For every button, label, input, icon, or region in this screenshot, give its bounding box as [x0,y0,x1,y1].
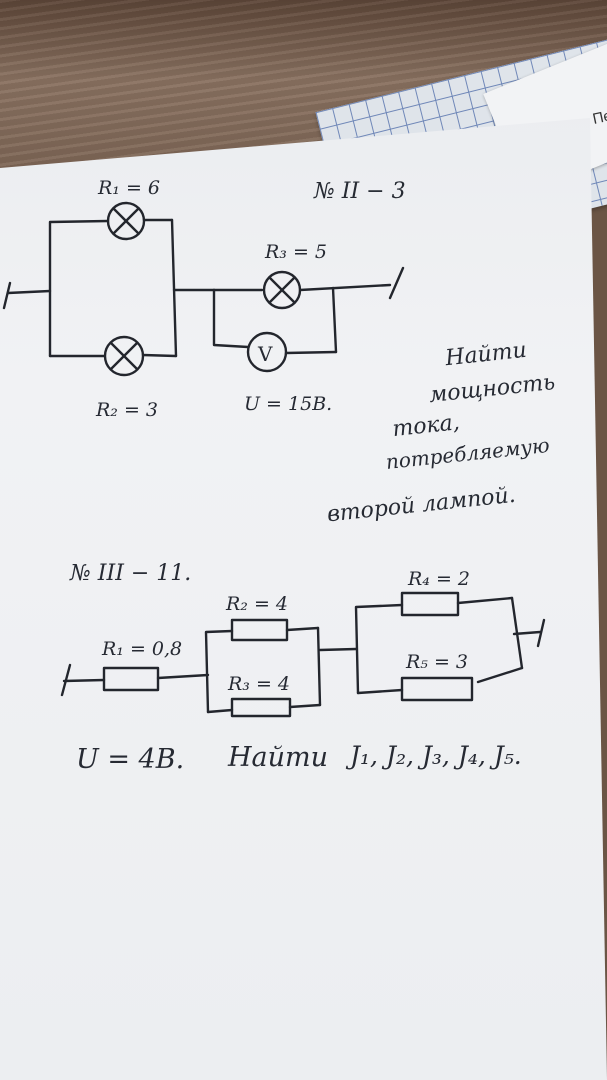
wire [156,673,210,680]
resistor-r3 [230,697,292,718]
task-currents: J₁, J₂, J₃, J₄, J₅. [345,741,522,770]
wire [284,350,338,355]
wire [212,288,250,349]
task-word-2: Найти [227,742,328,773]
label-r3: R₃ = 5 [264,241,327,263]
voltmeter: V [246,331,288,373]
label-r2-2: R₂ = 4 [225,593,288,615]
resistor-r1 [102,666,160,692]
label-r4-2: R₄ = 2 [407,568,470,590]
voltmeter-symbol: V [257,342,273,366]
task-text-1: Найти мощность тока, потребляемую второй… [326,338,556,528]
wire [6,289,52,295]
task-line-2: мощность [428,370,556,408]
lamp-2 [103,335,145,377]
task-line-5: второй лампой. [326,483,517,528]
circuit-2: № III − 11. R₁ = 0,8 R₂ = 4 R₃ = 4 R₄ = … [60,561,546,718]
wire [356,688,404,695]
task-line-1: Найти [443,338,528,371]
wire [512,630,542,636]
wire [456,596,514,605]
resistor-r2 [230,618,289,642]
resistor-r5 [400,676,474,702]
problem-2-number: № III − 11. [69,561,191,586]
wire [141,353,178,358]
label-r5-2: R₅ = 3 [405,651,468,673]
wire [354,603,404,695]
condition-voltage: U = 4B. [76,744,184,775]
wire [288,703,322,709]
terminal-right-1 [388,266,405,300]
wire [476,666,524,684]
label-r1-2: R₁ = 0,8 [101,638,182,660]
wire [316,626,322,707]
task-line-3: тока, [391,410,461,442]
resistor-r4 [400,591,460,617]
wire [298,283,392,292]
label-r1: R₁ = 6 [97,177,160,199]
wire [204,629,234,714]
wire [331,286,338,354]
wire [285,626,320,632]
label-r3-2: R₃ = 4 [227,673,290,695]
circuit-1: V R₁ = 6 R₂ = 3 R₃ = 5 U = 15B. № II − 3 [2,177,406,421]
wire [318,647,358,652]
wire [62,678,106,683]
terminal-left-1 [2,281,12,310]
wire [170,218,178,358]
terminal-right-2 [536,618,546,648]
problem-1-number: № II − 3 [313,179,406,204]
lamp-3 [262,270,302,310]
wire [206,708,234,714]
label-r2: R₂ = 3 [95,399,158,421]
wire [48,219,110,358]
task-text-2: U = 4B. Найти J₁, J₂, J₃, J₄, J₅. [76,741,522,775]
lamp-1 [106,201,146,241]
label-voltage: U = 15B. [244,393,332,415]
